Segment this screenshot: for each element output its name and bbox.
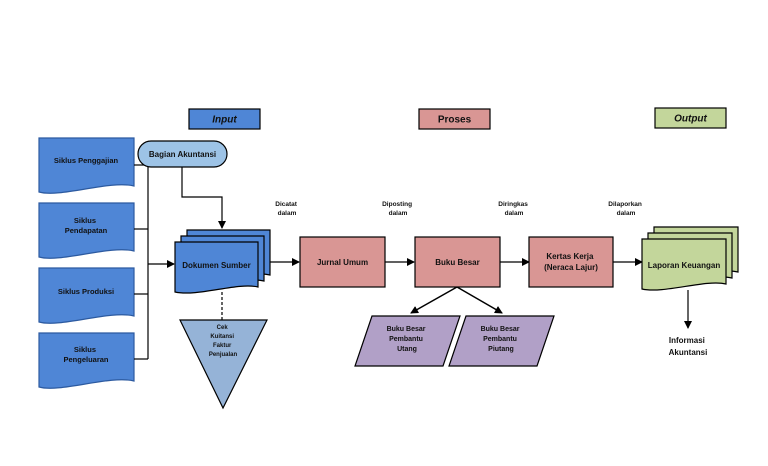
header-input-label: Input <box>212 115 237 126</box>
utang-line-1: Buku Besar <box>387 326 426 333</box>
source-pengeluaran-line-1: Siklus <box>74 345 96 354</box>
jurnal-umum: Jurnal Umum <box>299 236 386 288</box>
header-proses: Proses <box>418 108 491 130</box>
informasi-akuntansi: Informasi Akuntansi <box>669 336 708 357</box>
header-input: Input <box>188 108 261 130</box>
svg-text:Siklus Penggajian: Siklus Penggajian <box>54 156 119 165</box>
verb-diposting: Diposting dalam <box>382 201 414 217</box>
source-siklus-pendapatan: Siklus Pendapatan <box>38 202 135 259</box>
source-produksi-line-1: Siklus Produksi <box>58 287 114 296</box>
laporan-keuangan-label: Laporan Keuangan <box>648 261 721 270</box>
buku-besar-pembantu-utang: Buku Besar Pembantu Utang <box>354 315 461 367</box>
svg-text:Siklus Pengeluaran: Siklus Pengeluaran <box>63 345 108 364</box>
header-proses-label: Proses <box>438 115 472 126</box>
buku-besar-label: Buku Besar <box>435 258 479 267</box>
bagian-akuntansi: Bagian Akuntansi <box>137 140 228 168</box>
dokumen-sumber: Dokumen Sumber <box>174 229 271 294</box>
source-siklus-pengeluaran: Siklus Pengeluaran <box>38 332 135 389</box>
utang-line-2: Pembantu <box>389 336 423 343</box>
buku-besar: Buku Besar <box>414 236 501 288</box>
kertas-kerja: Kertas Kerja (Neraca Lajur) <box>528 236 614 288</box>
source-pengeluaran-line-2: Pengeluaran <box>63 355 108 364</box>
cek-line-2: Kuitansi <box>210 334 234 340</box>
arrow-bagian-to-dokumen <box>181 167 226 229</box>
header-output-label: Output <box>674 114 707 125</box>
buku-besar-pembantu-piutang: Buku Besar Pembantu Piutang <box>448 315 555 367</box>
jurnal-umum-label: Jurnal Umum <box>317 258 368 267</box>
svg-text:Buku Besar Pembantu: Buku Besar Pembantu Piutang <box>481 326 522 353</box>
kertas-line-2: (Neraca Lajur) <box>544 263 598 272</box>
cek-line-1: Cek <box>217 325 229 331</box>
arrow-to-piutang <box>456 286 503 314</box>
cek-line-4: Penjualan <box>209 352 238 358</box>
svg-text:Buku Besar Pembantu: Buku Besar Pembantu Utang <box>387 326 428 353</box>
svg-text:Cek Kuitansi Faktu: Cek Kuitansi Faktur Penjualan <box>209 325 238 358</box>
verb-diringkas: Diringkas dalam <box>498 201 529 217</box>
source-siklus-produksi: Siklus Produksi <box>38 267 135 324</box>
piutang-line-1: Buku Besar <box>481 326 520 333</box>
verb-dilaporkan: Dilaporkan dalam <box>608 201 643 217</box>
cek-line-3: Faktur <box>213 343 232 349</box>
cek-kuitansi-faktur-triangle: Cek Kuitansi Faktur Penjualan <box>179 319 268 410</box>
source-penggajian-line-1: Siklus Penggajian <box>54 156 119 165</box>
laporan-keuangan: Laporan Keuangan <box>641 226 739 291</box>
piutang-line-3: Piutang <box>488 346 514 353</box>
arrow-to-utang <box>410 286 458 314</box>
svg-text:Kertas Kerja (Neraca Laj: Kertas Kerja (Neraca Lajur) <box>544 252 598 272</box>
svg-text:Siklus Pendapatan: Siklus Pendapatan <box>65 216 108 235</box>
header-output: Output <box>654 107 727 129</box>
source-pendapatan-line-2: Pendapatan <box>65 226 108 235</box>
svg-text:Siklus Produksi: Siklus Produksi <box>58 287 114 296</box>
verb-dicatat: Dicatat dalam <box>275 201 299 217</box>
sources-connector <box>134 164 175 360</box>
informasi-line-1: Informasi <box>669 336 705 345</box>
piutang-line-2: Pembantu <box>483 336 517 343</box>
source-pendapatan-line-1: Siklus <box>74 216 96 225</box>
source-siklus-penggajian: Siklus Penggajian <box>38 137 135 194</box>
dokumen-sumber-label: Dokumen Sumber <box>182 261 250 270</box>
utang-line-3: Utang <box>397 346 417 353</box>
kertas-line-1: Kertas Kerja <box>546 252 594 261</box>
informasi-line-2: Akuntansi <box>669 348 708 357</box>
bagian-akuntansi-label: Bagian Akuntansi <box>149 150 216 159</box>
